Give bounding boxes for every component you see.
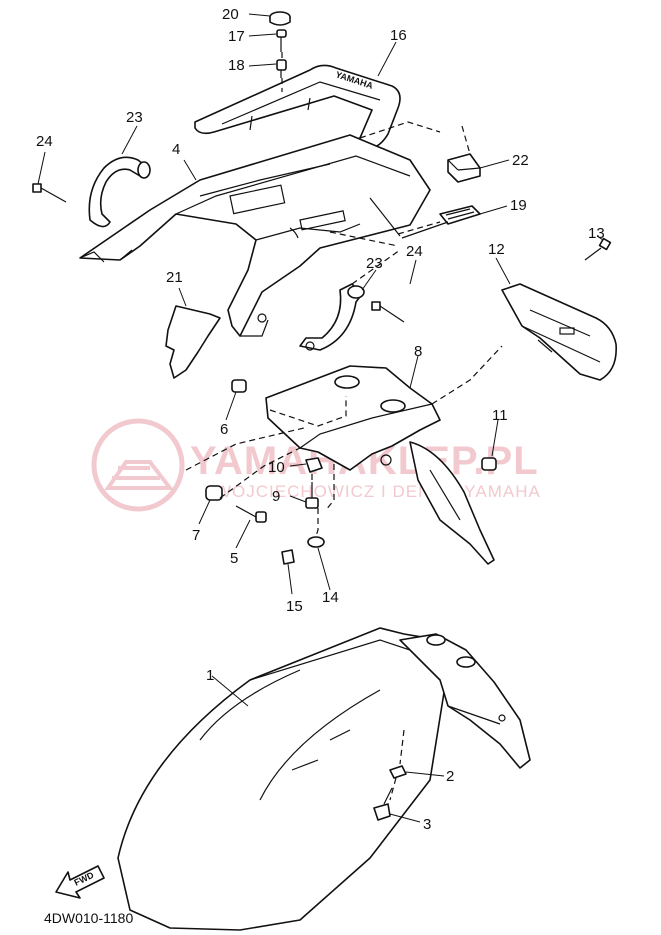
part-22-pad (447, 153, 481, 183)
callout-19: 19 (510, 197, 527, 214)
leader-lines (37, 13, 604, 823)
part-21-sheet (165, 305, 221, 379)
callout-24-upper: 24 (36, 133, 53, 150)
part-24-bolt-lower (371, 301, 405, 323)
part-23-handle-upper (88, 156, 151, 228)
callout-23-upper: 23 (126, 109, 143, 126)
callout-8: 8 (414, 343, 422, 360)
part-15-nut (281, 549, 295, 565)
part-8-bracket (265, 365, 441, 471)
part-8-fender-tail (409, 441, 495, 565)
callout-7: 7 (192, 527, 200, 544)
part-14-washer (307, 536, 325, 548)
watermark-logo-icon (91, 418, 185, 512)
callout-16: 16 (390, 27, 407, 44)
callout-24-lower: 24 (406, 243, 423, 260)
part-5-bolt (235, 505, 267, 523)
part-3-bolt (373, 787, 393, 821)
callout-15: 15 (286, 598, 303, 615)
callout-3: 3 (423, 816, 431, 833)
part-9-bolt (305, 482, 319, 509)
callout-12: 12 (488, 241, 505, 258)
part-2-washer (389, 765, 407, 779)
callout-2: 2 (446, 768, 454, 785)
part-12-tail-cover (501, 283, 617, 381)
part-20-cap (269, 11, 291, 26)
part-13-screw (584, 237, 612, 261)
forward-arrow-icon: FWD (55, 865, 105, 899)
callout-10: 10 (268, 459, 285, 476)
part-4-rear-cowl (79, 134, 431, 337)
callout-9: 9 (272, 488, 280, 505)
part-10-nut (305, 457, 323, 473)
part-6-grommet (231, 379, 247, 393)
callout-4: 4 (172, 141, 180, 158)
callout-20: 20 (222, 6, 239, 23)
callout-21: 21 (166, 269, 183, 286)
part-23-handle-lower (299, 283, 365, 351)
figure-code: 4DW010-1180 (44, 910, 133, 926)
callout-1: 1 (206, 667, 214, 684)
callout-5: 5 (230, 550, 238, 567)
part-11-grommet (481, 457, 497, 471)
callout-6: 6 (220, 421, 228, 438)
part-7-grommet (205, 485, 223, 501)
callout-23-lower: 23 (366, 255, 383, 272)
part-1-front-fender (117, 627, 531, 931)
callout-13: 13 (588, 225, 605, 242)
callouts: 20 17 18 16 23 24 4 22 19 13 12 21 23 24… (36, 6, 605, 833)
assembly-lines (185, 52, 503, 801)
part-24-bolt-upper (32, 183, 67, 203)
watermark-subtitle: WOJCIECHOWICZ I DENDO YAMAHA (215, 482, 541, 501)
callout-22: 22 (512, 152, 529, 169)
callout-17: 17 (228, 28, 245, 45)
part-18-collar (276, 59, 287, 78)
callout-11: 11 (492, 407, 508, 424)
part-19-plate (439, 205, 481, 225)
callout-14: 14 (322, 589, 339, 606)
callout-18: 18 (228, 57, 245, 74)
part-17-bolt (276, 29, 287, 52)
